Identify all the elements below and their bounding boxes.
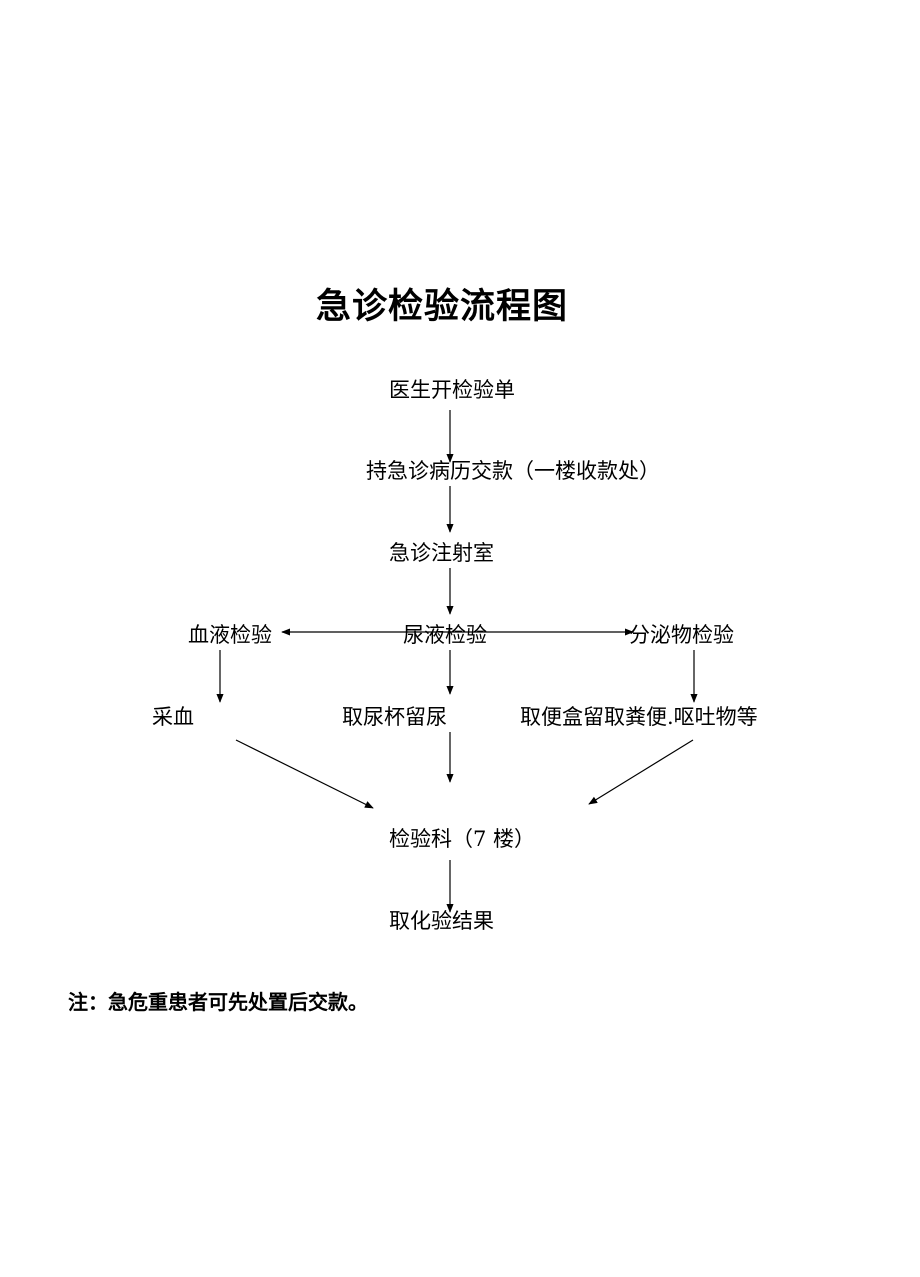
node-blood-draw: 采血 [152,705,194,729]
node-stool-collect: 取便盒留取粪便.呕吐物等 [520,705,758,729]
node-payment: 持急诊病历交款（一楼收款处） [366,459,660,483]
node-secretion-test: 分泌物检验 [629,623,734,647]
node-urine-collect: 取尿杯留尿 [342,705,447,729]
page-title: 急诊检验流程图 [315,287,568,327]
node-injection-room: 急诊注射室 [389,541,494,565]
node-urine-test: 尿液检验 [403,623,487,647]
arrow-stool-to-lab [588,739,694,805]
node-doctor-order: 医生开检验单 [389,378,515,402]
node-get-results: 取化验结果 [389,909,494,933]
node-lab-dept: 检验科（7 楼） [389,827,536,851]
footnote: 注：急危重患者可先处置后交款。 [68,990,368,1014]
arrow-draw-to-lab [235,739,374,809]
node-blood-test: 血液检验 [188,623,272,647]
